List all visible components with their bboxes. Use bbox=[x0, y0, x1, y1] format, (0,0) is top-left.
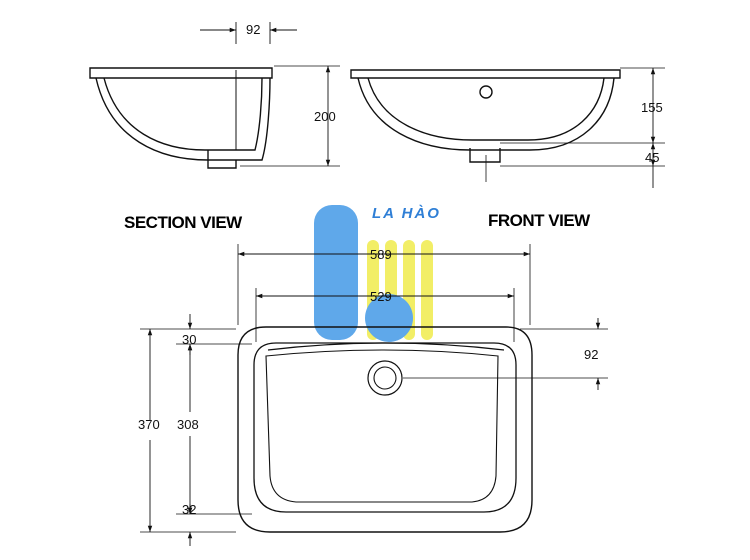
section-waste bbox=[207, 150, 237, 169]
dim-308: 308 bbox=[177, 417, 199, 432]
dim-529: 529 bbox=[370, 289, 392, 304]
dim-200: 200 bbox=[314, 109, 336, 124]
watermark-brand: LA HÀO bbox=[372, 205, 441, 222]
section-bowl-inner bbox=[103, 77, 263, 151]
dim-589: 589 bbox=[370, 247, 392, 262]
overflow-hole bbox=[479, 85, 493, 99]
plan-outer-rim bbox=[237, 326, 533, 533]
plan-waste-inner bbox=[373, 366, 397, 390]
plan-bowl-edge bbox=[265, 349, 499, 503]
dim-155: 155 bbox=[641, 100, 663, 115]
front-rim bbox=[350, 69, 621, 79]
front-view-caption: FRONT VIEW bbox=[488, 211, 591, 230]
front-waste bbox=[469, 148, 501, 163]
dim-45: 45 bbox=[645, 150, 659, 165]
dim-92-section: 92 bbox=[246, 22, 260, 37]
dim-30: 30 bbox=[182, 332, 196, 347]
dim-32: 32 bbox=[182, 502, 196, 517]
dim-92-plan: 92 bbox=[584, 347, 598, 362]
plan-inner-rim bbox=[253, 342, 517, 513]
plan-bowl-top bbox=[267, 342, 505, 351]
front-bowl-inner bbox=[367, 77, 605, 141]
watermark-logo bbox=[314, 205, 433, 342]
plan-view bbox=[140, 244, 608, 546]
section-view bbox=[89, 22, 340, 169]
plan-waste-outer bbox=[367, 360, 403, 396]
section-rim bbox=[89, 67, 273, 79]
dim-370: 370 bbox=[138, 417, 160, 432]
front-bowl-outer bbox=[357, 77, 615, 151]
front-view bbox=[350, 67, 665, 188]
section-view-caption: SECTION VIEW bbox=[124, 213, 243, 232]
